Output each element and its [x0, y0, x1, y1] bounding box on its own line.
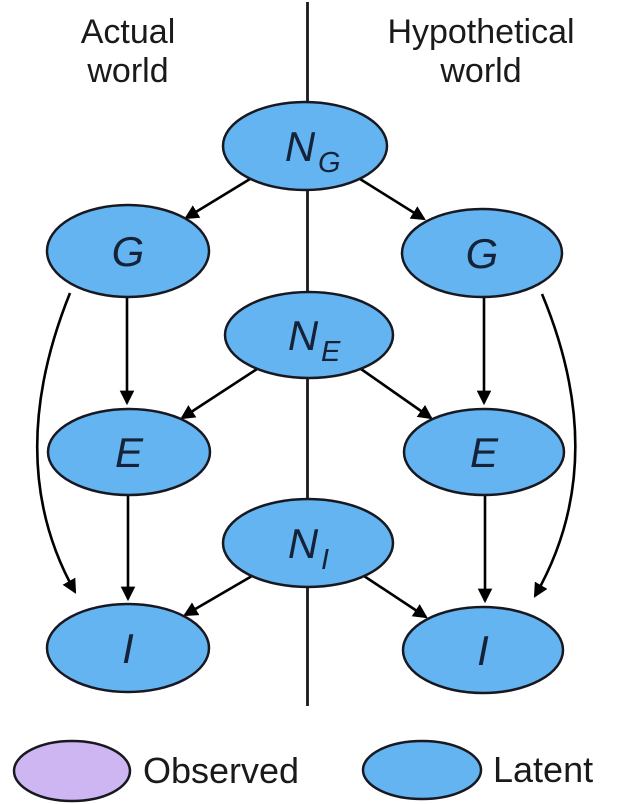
- node-g-hypothetical: [400, 207, 564, 299]
- node-ne: [223, 290, 395, 380]
- legend-observed-label: Observed: [143, 750, 299, 791]
- node-i-hypothetical: [401, 605, 565, 695]
- edge-ne-to-e-hypothetical: [360, 367, 433, 420]
- actual-world-label-line1: Actual: [81, 13, 176, 51]
- node-i-actual-label: I: [122, 625, 134, 672]
- edge-ng-to-g-actual: [184, 177, 251, 220]
- node-ni-sublabel: I: [321, 544, 329, 576]
- node-ne-sublabel: E: [321, 336, 341, 368]
- hypothetical-world-label-line1: Hypothetical: [387, 13, 574, 51]
- edge-g-to-i-actual-curve: [35, 292, 77, 594]
- edge-ni-to-i-actual: [183, 574, 253, 617]
- edge-ng-to-g-hypothetical: [359, 177, 426, 221]
- hypothetical-world-label-line2: world: [439, 52, 521, 90]
- node-ng-sublabel: G: [318, 147, 341, 179]
- node-g-actual-label: G: [112, 228, 145, 275]
- edge-ni-to-i-hypothetical: [363, 574, 428, 619]
- legend-latent-swatch: [361, 739, 483, 801]
- node-e-actual-label: E: [115, 429, 144, 476]
- node-ne-label: N: [288, 312, 319, 359]
- node-e-actual: [46, 407, 212, 497]
- legend-observed-swatch: [12, 739, 132, 803]
- legend-latent-label: Latent: [493, 749, 593, 790]
- node-e-hypothetical: [402, 407, 566, 497]
- node-ni: [221, 497, 395, 589]
- node-ng-label: N: [285, 123, 316, 170]
- node-i-actual: [45, 602, 211, 694]
- edge-ne-to-e-actual: [180, 367, 258, 420]
- node-ng: [221, 100, 389, 192]
- edge-g-to-i-hypothetical-curve: [533, 293, 577, 598]
- node-ni-label: N: [288, 520, 319, 567]
- node-e-hypothetical-label: E: [470, 429, 499, 476]
- node-g-hypothetical-label: G: [466, 230, 499, 277]
- actual-world-label-line2: world: [86, 52, 168, 90]
- node-g-actual: [45, 203, 211, 299]
- node-i-hypothetical-label: I: [477, 627, 489, 674]
